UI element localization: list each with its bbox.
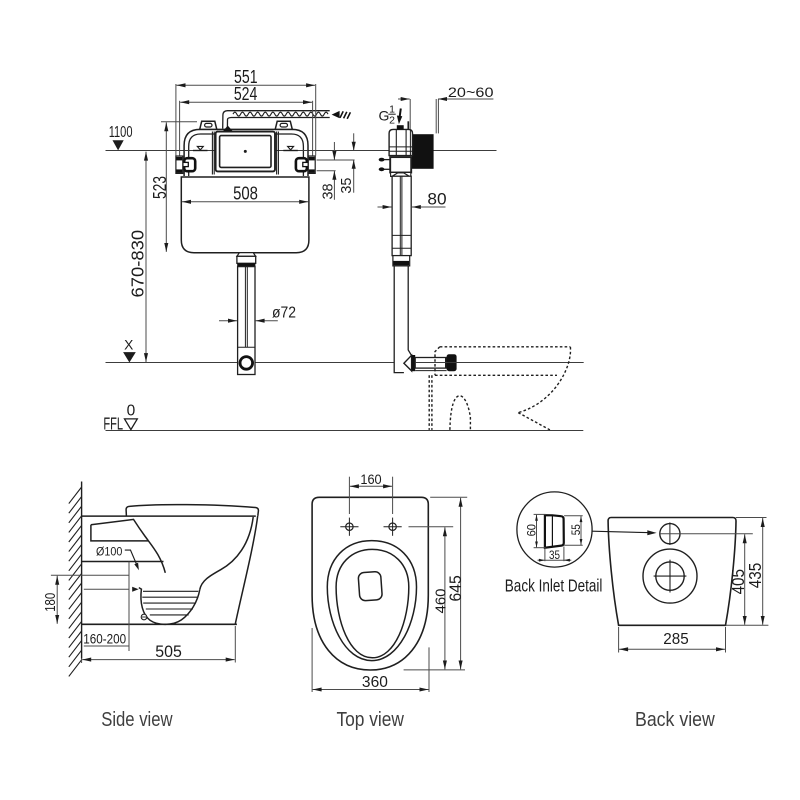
svg-text:60: 60 (524, 524, 538, 537)
svg-text:Ø100: Ø100 (96, 545, 122, 559)
svg-text:35: 35 (549, 550, 560, 562)
svg-text:435: 435 (745, 563, 765, 588)
svg-text:1: 1 (389, 104, 395, 116)
svg-text:Side view: Side view (101, 709, 173, 731)
svg-text:55: 55 (569, 524, 583, 535)
svg-text:35: 35 (339, 178, 355, 194)
svg-text:405: 405 (728, 569, 748, 594)
svg-text:645: 645 (447, 575, 465, 601)
svg-text:160: 160 (360, 471, 381, 487)
svg-text:Top view: Top view (336, 709, 404, 731)
svg-text:X: X (124, 338, 133, 353)
svg-text:1100: 1100 (109, 124, 133, 141)
svg-text:ø72: ø72 (272, 304, 296, 321)
svg-text:523: 523 (149, 176, 170, 199)
svg-text:180: 180 (43, 593, 59, 612)
svg-text:160-200: 160-200 (83, 631, 126, 646)
svg-text:FFL: FFL (103, 413, 123, 433)
svg-text:505: 505 (155, 642, 182, 661)
svg-text:2: 2 (389, 115, 395, 127)
svg-text:670-830: 670-830 (128, 230, 148, 298)
svg-text:80: 80 (427, 191, 446, 209)
svg-text:360: 360 (362, 674, 388, 691)
svg-text:524: 524 (234, 83, 258, 104)
svg-text:460: 460 (433, 589, 450, 614)
svg-text:0: 0 (127, 402, 136, 419)
svg-text:38: 38 (321, 184, 337, 200)
svg-text:Back Inlet Detail: Back Inlet Detail (505, 576, 603, 596)
svg-text:G: G (378, 107, 389, 123)
svg-text:551: 551 (234, 66, 258, 87)
svg-text:508: 508 (233, 182, 258, 203)
svg-text:285: 285 (663, 631, 688, 648)
svg-text:20~60: 20~60 (448, 84, 494, 100)
svg-text:Back view: Back view (635, 709, 715, 731)
